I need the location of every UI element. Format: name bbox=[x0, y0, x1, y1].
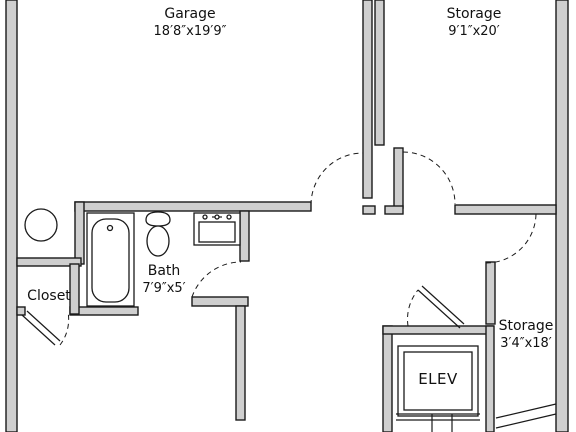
label-elevator: ELEV bbox=[418, 370, 458, 388]
bath-name: Bath bbox=[147, 263, 181, 279]
label-closet: Closet bbox=[19, 288, 79, 306]
garage-storage-wall bbox=[362, 0, 404, 215]
wall-bath-right bbox=[239, 210, 250, 262]
stair-treads bbox=[495, 403, 557, 429]
bath-walls bbox=[69, 201, 312, 421]
storage-small-dims: 3′4″x18′ bbox=[500, 335, 552, 351]
bathtub-icon bbox=[86, 212, 135, 307]
label-storage-main: Storage 9′1″x20′ bbox=[424, 6, 524, 40]
wall-left-exterior bbox=[5, 0, 18, 432]
wall-closet-inner bbox=[69, 263, 80, 315]
wall-right-exterior bbox=[555, 0, 569, 432]
wall-bath-bottom bbox=[69, 306, 139, 316]
wall-lower-corridor bbox=[235, 305, 246, 421]
closet-walls bbox=[16, 257, 82, 346]
door-garage-storage bbox=[310, 151, 456, 206]
wall-bath-left-upper bbox=[74, 201, 85, 265]
garage-dims: 18′8″x19′9″ bbox=[153, 23, 227, 39]
door-bath bbox=[191, 261, 242, 298]
wall-bath-bottom-right bbox=[191, 296, 249, 307]
vanity-icon bbox=[193, 212, 241, 246]
door-small-storage bbox=[407, 285, 465, 329]
elevator-shaft bbox=[382, 325, 495, 432]
label-storage-small: Storage 3′4″x18′ bbox=[494, 318, 558, 352]
exterior-walls bbox=[5, 0, 569, 432]
wall-divider-left bbox=[362, 0, 373, 199]
wall-elevator-top bbox=[382, 325, 494, 335]
bath-dims: 7′9″x5′ bbox=[142, 280, 186, 296]
storage-main-name: Storage bbox=[446, 6, 502, 22]
wall-storage-lower bbox=[485, 261, 496, 325]
label-garage: Garage 18′8″x19′9″ bbox=[140, 6, 240, 40]
wall-closet-top bbox=[16, 257, 82, 267]
toilet-icon bbox=[145, 211, 171, 257]
wall-bath-top bbox=[74, 201, 312, 212]
label-bath: Bath 7′9″x5′ bbox=[132, 263, 196, 297]
storage-main-dims: 9′1″x20′ bbox=[448, 23, 500, 39]
wall-elevator-left bbox=[382, 325, 393, 432]
water-heater-icon bbox=[24, 208, 58, 242]
storage-small-name: Storage bbox=[498, 318, 554, 334]
wall-elevator-right bbox=[485, 325, 495, 432]
wall-closet-bottom bbox=[16, 306, 26, 316]
storage-partition bbox=[454, 204, 557, 325]
wall-divider-right bbox=[374, 0, 385, 146]
closet-name: Closet bbox=[27, 288, 71, 304]
wall-jamb-foot-right bbox=[384, 205, 404, 215]
wall-storage-shelf bbox=[454, 204, 557, 215]
garage-name: Garage bbox=[164, 6, 216, 22]
wall-jamb-foot bbox=[362, 205, 376, 215]
wall-storage-jamb bbox=[393, 147, 404, 209]
